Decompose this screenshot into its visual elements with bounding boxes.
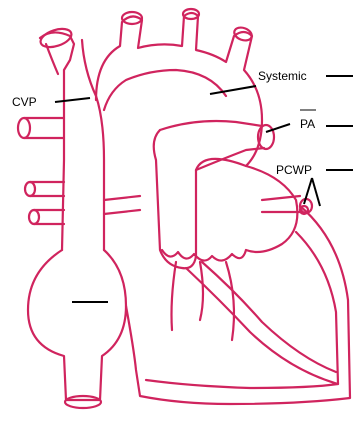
systemic-label: Systemic — [258, 69, 307, 83]
pcwp-label: PCWP — [276, 163, 312, 177]
superior-vena-cava — [40, 32, 74, 250]
septum — [186, 268, 338, 384]
pulmonary-trunk — [154, 130, 264, 268]
pv-left-3-opening — [29, 210, 39, 224]
aorta-inner-wall — [104, 70, 226, 110]
aorta-branch-3 — [232, 25, 253, 42]
svc-opening — [38, 25, 73, 50]
right-atrium — [28, 250, 126, 400]
pulmonary-artery-top — [160, 121, 262, 130]
pa-label: PA — [300, 117, 315, 131]
chordae — [172, 262, 235, 340]
ivc-opening — [65, 396, 101, 408]
septum-inner — [202, 262, 336, 372]
pv-left-1-opening — [18, 118, 30, 138]
pv-left-2-opening — [25, 182, 35, 196]
cvp-label: CVP — [12, 95, 37, 109]
pcwp-pointer-2 — [312, 178, 320, 206]
systemic-pointer — [210, 86, 256, 94]
pulmonary-vein-inner-lines — [104, 196, 140, 214]
svc-left-wall — [46, 44, 58, 74]
cvp-pointer — [55, 98, 90, 102]
valve-cusps — [162, 250, 246, 261]
